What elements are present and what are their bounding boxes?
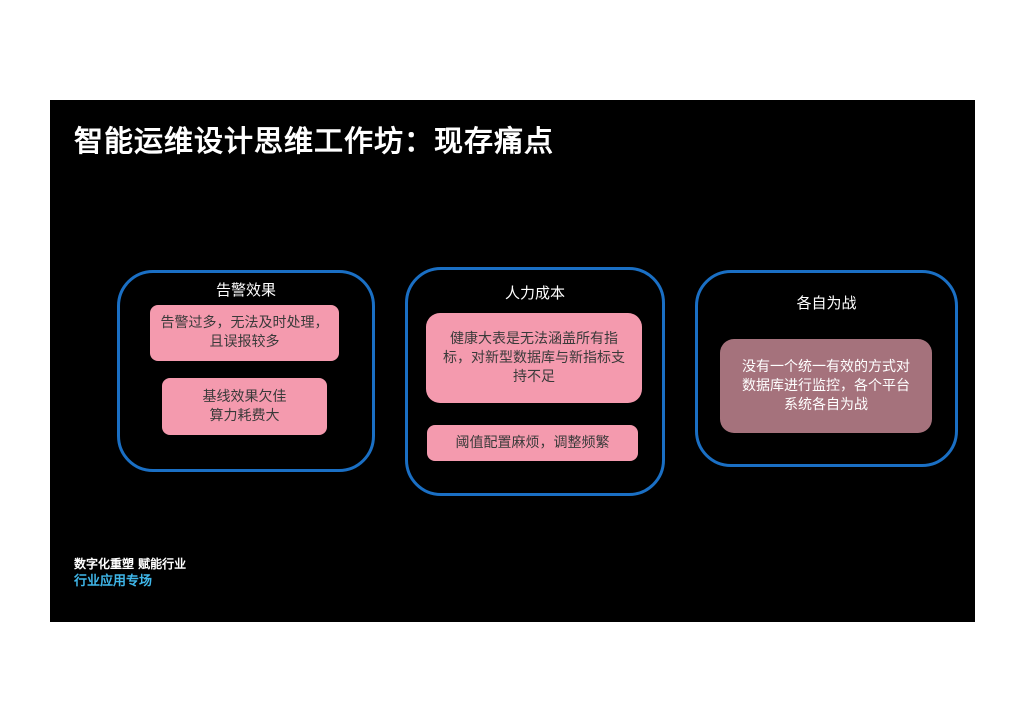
panel-title: 告警效果 [215, 281, 276, 299]
pain-point-card: 告警过多，无法及时处理，且误报较多 [150, 305, 339, 361]
pain-point-card: 没有一个统一有效的方式对数据库进行监控，各个平台系统各自为战 [720, 339, 932, 433]
pain-point-card: 健康大表是无法涵盖所有指标，对新型数据库与新指标支持不足 [426, 313, 642, 403]
panel-silos: 各自为战 [695, 270, 958, 467]
slide-title: 智能运维设计思维工作坊：现存痛点 [74, 124, 555, 158]
panel-alert-effect: 告警效果 [117, 270, 375, 472]
panel-title: 各自为战 [796, 294, 857, 312]
pain-point-card: 阈值配置麻烦，调整频繁 [427, 425, 638, 461]
footer-slogan: 数字化重塑 赋能行业 [74, 557, 187, 571]
pain-point-card: 基线效果欠佳 算力耗费大 [162, 378, 327, 435]
panel-title: 人力成本 [504, 284, 565, 302]
panel-labor-cost: 人力成本 [405, 267, 665, 496]
footer-session: 行业应用专场 [74, 574, 153, 589]
